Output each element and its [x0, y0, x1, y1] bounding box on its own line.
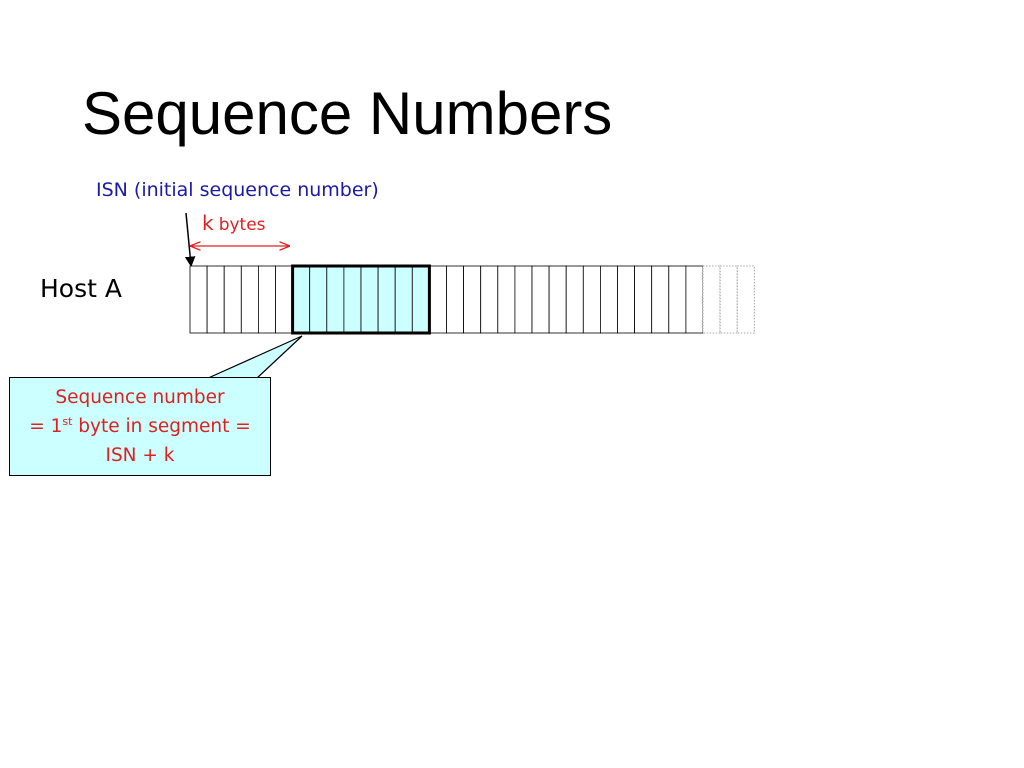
- byte-cell-dotted: [736, 265, 755, 334]
- byte-cell: [548, 265, 567, 334]
- byte-cell: [411, 265, 430, 334]
- segment-outline: [291, 264, 431, 335]
- byte-cell: [206, 265, 225, 334]
- byte-cell: [189, 265, 208, 334]
- byte-cell: [685, 265, 704, 334]
- bytes-text: bytes: [218, 215, 266, 235]
- byte-cell: [582, 265, 601, 334]
- byte-cell: [428, 265, 447, 334]
- byte-cell: [360, 265, 379, 334]
- callout-pointer: [205, 335, 303, 380]
- k-bytes-label: k bytes: [202, 211, 266, 235]
- sequence-number-callout: Sequence number = 1st byte in segment = …: [9, 377, 271, 476]
- byte-cell: [480, 265, 499, 334]
- byte-cell: [634, 265, 653, 334]
- byte-cell: [343, 265, 362, 334]
- byte-cell: [394, 265, 413, 334]
- slide-title: Sequence Numbers: [82, 80, 613, 147]
- byte-cell: [617, 265, 636, 334]
- superscript-st: st: [62, 415, 73, 428]
- isn-label: ISN (initial sequence number): [96, 179, 379, 201]
- byte-cell: [497, 265, 516, 334]
- byte-cell: [446, 265, 465, 334]
- byte-cell: [463, 265, 482, 334]
- byte-cell: [309, 265, 328, 334]
- byte-cell: [668, 265, 687, 334]
- byte-cell: [257, 265, 276, 334]
- byte-cell: [275, 265, 294, 334]
- segment-group: [291, 264, 431, 335]
- callout-line-2: = 1st byte in segment =: [29, 415, 251, 437]
- byte-cell: [514, 265, 533, 334]
- byte-cell: [326, 265, 345, 334]
- k-text: k: [202, 211, 214, 235]
- byte-cell: [531, 265, 550, 334]
- byte-cell: [240, 265, 259, 334]
- byte-cell: [600, 265, 618, 334]
- callout-line-3: ISN + k: [105, 445, 175, 466]
- callout-line-1: Sequence number: [55, 387, 225, 408]
- byte-cell-dotted: [719, 265, 738, 334]
- host-a-label: Host A: [40, 274, 122, 303]
- byte-cell: [223, 265, 242, 334]
- isn-pointer-arrow: [184, 212, 196, 268]
- byte-cell: [292, 265, 311, 334]
- byte-cell: [651, 265, 670, 334]
- byte-cell: [565, 265, 584, 334]
- byte-cells: [189, 265, 755, 334]
- byte-cell: [377, 265, 396, 334]
- byte-cell-dotted: [702, 265, 721, 334]
